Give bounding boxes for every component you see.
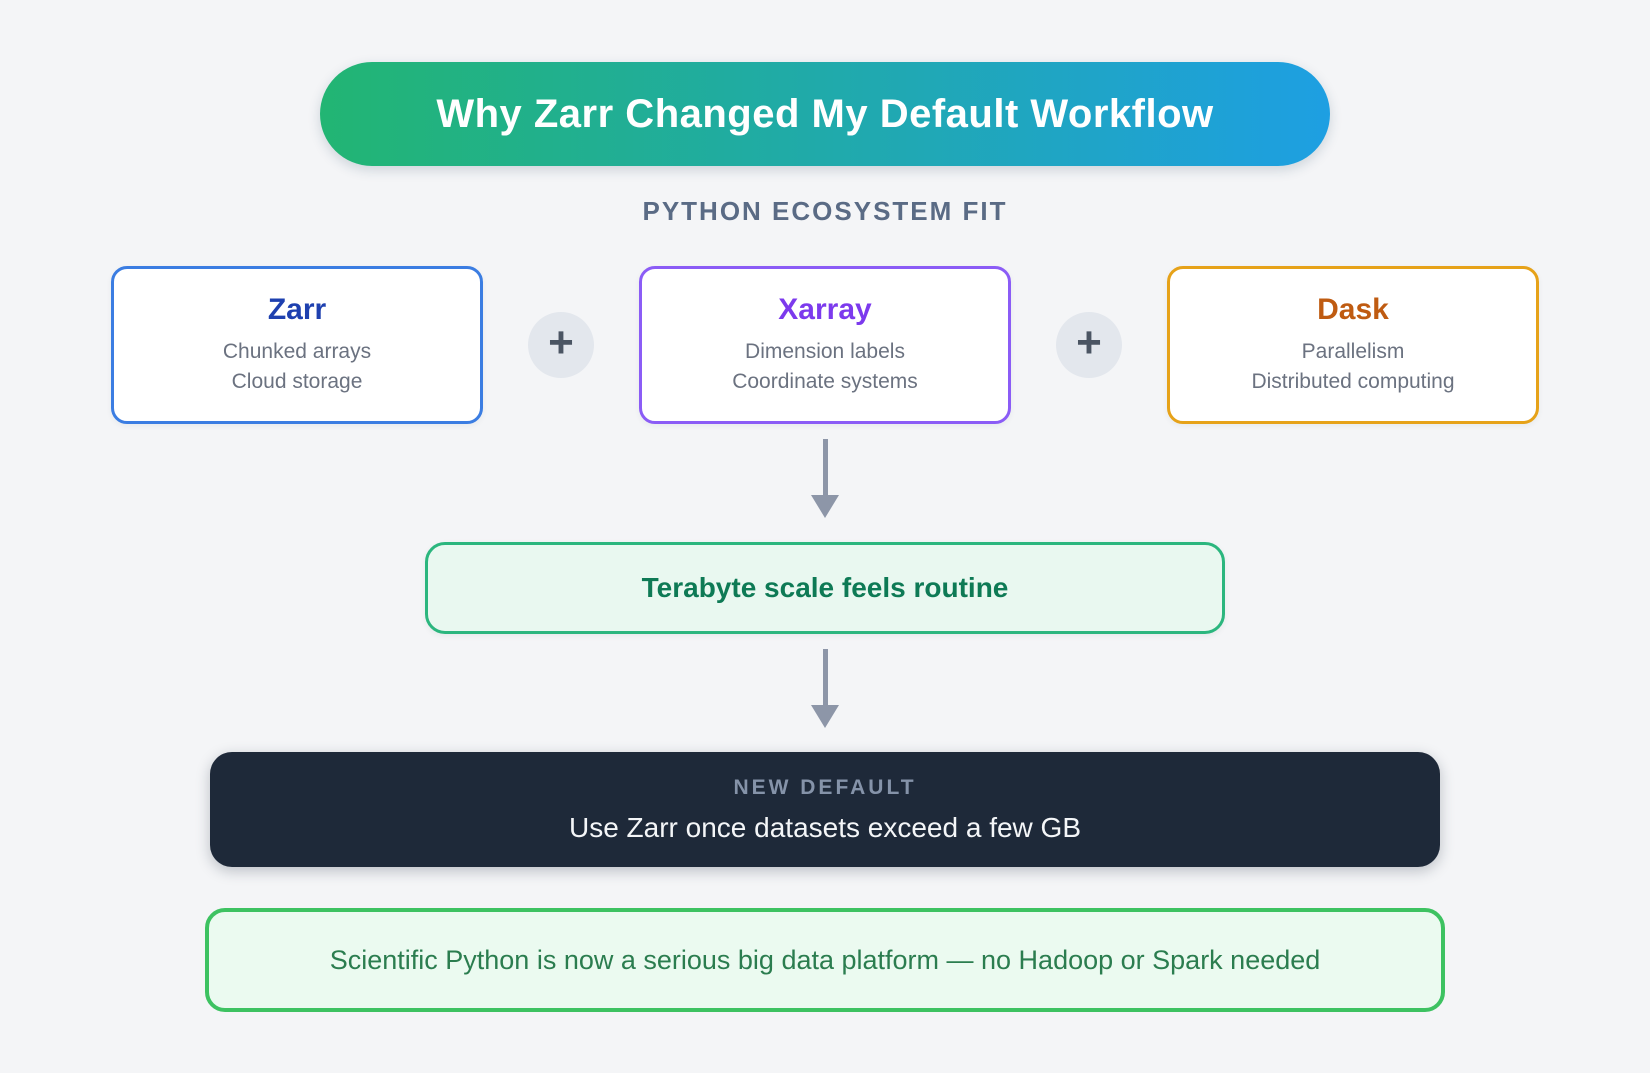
plus-symbol: + (1076, 318, 1102, 367)
plus-symbol: + (548, 318, 574, 367)
conclusion-text: Scientific Python is now a serious big d… (329, 944, 1321, 975)
new-default-text: Use Zarr once datasets exceed a few GB (568, 811, 1082, 843)
down-arrow-icon (811, 439, 839, 518)
arrow-head (811, 495, 839, 518)
plus-icon: + (1056, 312, 1122, 378)
zarr-card-title: Zarr (267, 292, 327, 326)
dask-card-line-1: Parallelism (1301, 339, 1405, 363)
new-default-box: NEW DEFAULT Use Zarr once datasets excee… (210, 752, 1440, 867)
xarray-card: Xarray Dimension labels Coordinate syste… (639, 266, 1011, 424)
result-box: Terabyte scale feels routine (425, 542, 1225, 634)
plus-icon: + (528, 312, 594, 378)
arrow-head (811, 705, 839, 728)
ecosystem-cards-row: Zarr Chunked arrays Cloud storage + Xarr… (111, 266, 1539, 424)
dask-card-title: Dask (1317, 292, 1389, 326)
dask-card-line-2: Distributed computing (1251, 370, 1455, 393)
down-arrow-icon (811, 649, 839, 728)
xarray-card-title: Xarray (778, 292, 872, 326)
title-banner: Why Zarr Changed My Default Workflow (320, 62, 1330, 166)
result-text: Terabyte scale feels routine (641, 572, 1009, 603)
xarray-card-line-2: Coordinate systems (732, 370, 918, 393)
page-title: Why Zarr Changed My Default Workflow (436, 91, 1214, 136)
arrow-stem (822, 439, 828, 495)
zarr-card: Zarr Chunked arrays Cloud storage (111, 266, 483, 424)
zarr-card-line-2: Cloud storage (231, 370, 363, 393)
new-default-label: NEW DEFAULT (733, 775, 917, 799)
section-heading: PYTHON ECOSYSTEM FIT (642, 196, 1008, 226)
arrow-stem (822, 649, 828, 705)
xarray-card-line-1: Dimension labels (745, 339, 905, 363)
zarr-card-line-1: Chunked arrays (222, 339, 372, 363)
conclusion-box: Scientific Python is now a serious big d… (205, 908, 1445, 1012)
dask-card: Dask Parallelism Distributed computing (1167, 266, 1539, 424)
